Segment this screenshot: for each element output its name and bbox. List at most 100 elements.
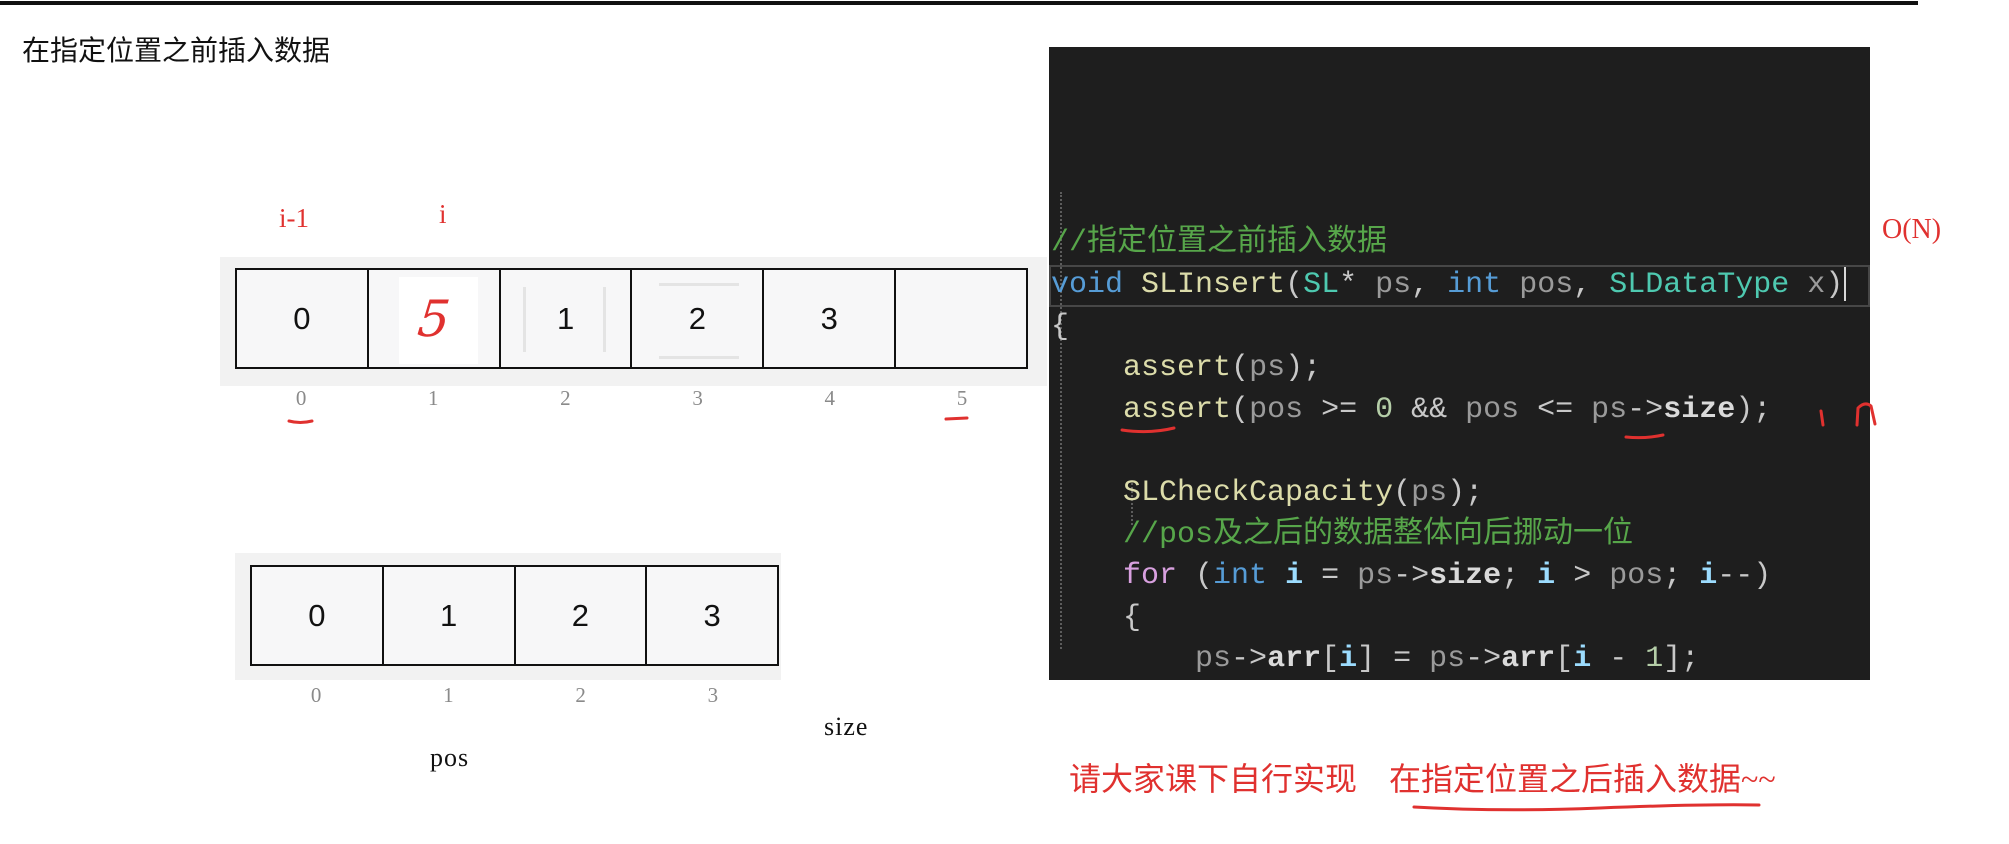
code-line-11: ps->arr[i] = ps->arr[i - 1]; <box>1049 639 1870 680</box>
pointer-label-i: i <box>439 199 447 229</box>
code-line-1: //指定位置之前插入数据 <box>1049 223 1870 265</box>
cell-value: 0 <box>293 300 311 336</box>
code-token-local: i <box>1285 559 1304 594</box>
index-5-underline-mark <box>944 416 969 421</box>
whiteout-patch <box>398 277 478 364</box>
code-token-plain: ); <box>1447 475 1484 510</box>
code-token-plain: ]; <box>1663 642 1700 677</box>
code-token-field: size <box>1663 392 1736 427</box>
code-token-plain: --) <box>1717 559 1772 594</box>
bottom-array: 0 1 2 3 <box>250 565 779 666</box>
indent-guide <box>1131 483 1133 525</box>
code-token-plain <box>1789 268 1807 302</box>
code-token-number: 0 <box>1375 392 1394 427</box>
code-token-plain <box>1051 476 1123 510</box>
code-token-plain: <= <box>1519 392 1592 427</box>
code-token-plain: ); <box>1285 351 1322 386</box>
code-token-field: arr <box>1267 642 1322 677</box>
cell-value: 3 <box>703 597 721 633</box>
code-token-param: ps <box>1429 642 1466 677</box>
top-array-cell-3: 2 <box>632 270 765 367</box>
code-token-plain <box>1051 393 1123 427</box>
code-token-control: for <box>1123 559 1178 594</box>
code-token-function: SLCheckCapacity <box>1123 475 1394 510</box>
text-cursor <box>1844 267 1847 302</box>
code-token-field: size <box>1429 559 1502 594</box>
code-token-plain: ( <box>1177 559 1214 594</box>
bottom-array-cell-1: 1 <box>384 567 516 664</box>
code-token-plain <box>1051 351 1123 385</box>
top-divider-line <box>0 1 1918 5</box>
index-label: 0 <box>295 386 307 410</box>
index-label: 3 <box>707 683 719 707</box>
code-token-local: i <box>1339 642 1358 677</box>
code-token-param: ps <box>1375 267 1412 302</box>
code-token-plain: [ <box>1321 642 1340 677</box>
code-token-plain <box>1123 268 1141 302</box>
code-token-comment: //pos及之后的数据整体向后挪动一位 <box>1123 517 1634 552</box>
code-token-keyword: int <box>1447 267 1502 302</box>
homework-prefix: 请大家课下自行实现 <box>1069 761 1358 797</box>
cell-value: 3 <box>820 300 838 336</box>
homework-task: 在指定位置之后插入数据~~ <box>1389 761 1776 797</box>
code-token-type: SLDataType <box>1609 267 1790 302</box>
code-token-plain: ( <box>1393 475 1412 510</box>
index-label: 3 <box>692 386 703 410</box>
top-array-cell-5 <box>896 270 1026 367</box>
code-token-number: 1 <box>1645 642 1664 677</box>
code-token-plain: ( <box>1231 392 1250 427</box>
top-array-cell-4: 3 <box>764 270 897 367</box>
code-token-param: ps <box>1195 642 1232 677</box>
code-token-plain <box>1357 268 1375 302</box>
code-token-plain: -> <box>1393 559 1430 594</box>
code-line-7: SLCheckCapacity(ps); <box>1049 473 1870 515</box>
code-token-plain: ] = <box>1357 642 1430 677</box>
code-token-param: ps <box>1249 351 1286 386</box>
index-label: 2 <box>560 386 571 410</box>
top-array-cell-2: 1 <box>501 270 633 367</box>
index-label: 0 <box>310 683 322 707</box>
top-array-cell-1: 5 <box>369 270 501 367</box>
pos-label: pos <box>430 743 470 772</box>
cell-value: 1 <box>556 300 575 336</box>
complexity-annotation: O(N) <box>1882 214 1942 245</box>
code-token-plain: ) <box>1825 267 1844 302</box>
code-token-function: assert <box>1123 351 1232 386</box>
code-token-function: SLInsert <box>1141 267 1286 302</box>
code-token-type: SL <box>1303 267 1340 302</box>
code-token-plain: ; <box>1663 559 1700 594</box>
code-token-plain: = <box>1303 559 1358 594</box>
code-token-local: i <box>1699 559 1718 594</box>
cell-value: 0 <box>308 597 326 633</box>
code-token-keyword: void <box>1051 267 1124 302</box>
code-token-plain: ( <box>1231 351 1250 386</box>
code-line-9: for (int i = ps->size; i > pos; i--) <box>1049 556 1870 598</box>
code-token-keyword: int <box>1213 559 1268 594</box>
code-token-plain <box>1501 268 1519 302</box>
top-array-indices: 0 1 2 3 4 5 <box>235 385 1028 411</box>
cell-value: 2 <box>571 597 589 633</box>
code-token-plain: >= <box>1303 392 1376 427</box>
code-token-function: assert <box>1123 392 1232 427</box>
code-token-plain: ( <box>1285 267 1304 302</box>
code-token-plain: -> <box>1465 642 1502 677</box>
code-token-plain: - <box>1591 642 1646 677</box>
code-token-param: ps <box>1411 475 1448 510</box>
code-line-3: { <box>1049 307 1870 349</box>
code-token-plain: { <box>1051 309 1070 344</box>
code-token-plain: && <box>1393 392 1466 427</box>
bottom-array-indices: 0 1 2 3 <box>250 682 779 708</box>
code-token-param: pos <box>1465 392 1520 427</box>
code-token-plain: -> <box>1627 392 1664 427</box>
code-token-plain <box>1051 518 1123 552</box>
handwritten-cell-value: 5 <box>414 289 453 348</box>
bottom-array-cell-2: 2 <box>516 567 648 664</box>
code-token-field: arr <box>1501 642 1556 677</box>
bottom-array-cell-3: 3 <box>647 567 777 664</box>
code-token-local: i <box>1537 559 1556 594</box>
index-label: 4 <box>824 386 836 410</box>
code-token-plain: , <box>1411 267 1448 302</box>
pointer-label-i-minus-1: i-1 <box>279 203 309 233</box>
index-label: 1 <box>428 386 439 410</box>
cell-value: 1 <box>440 597 458 633</box>
